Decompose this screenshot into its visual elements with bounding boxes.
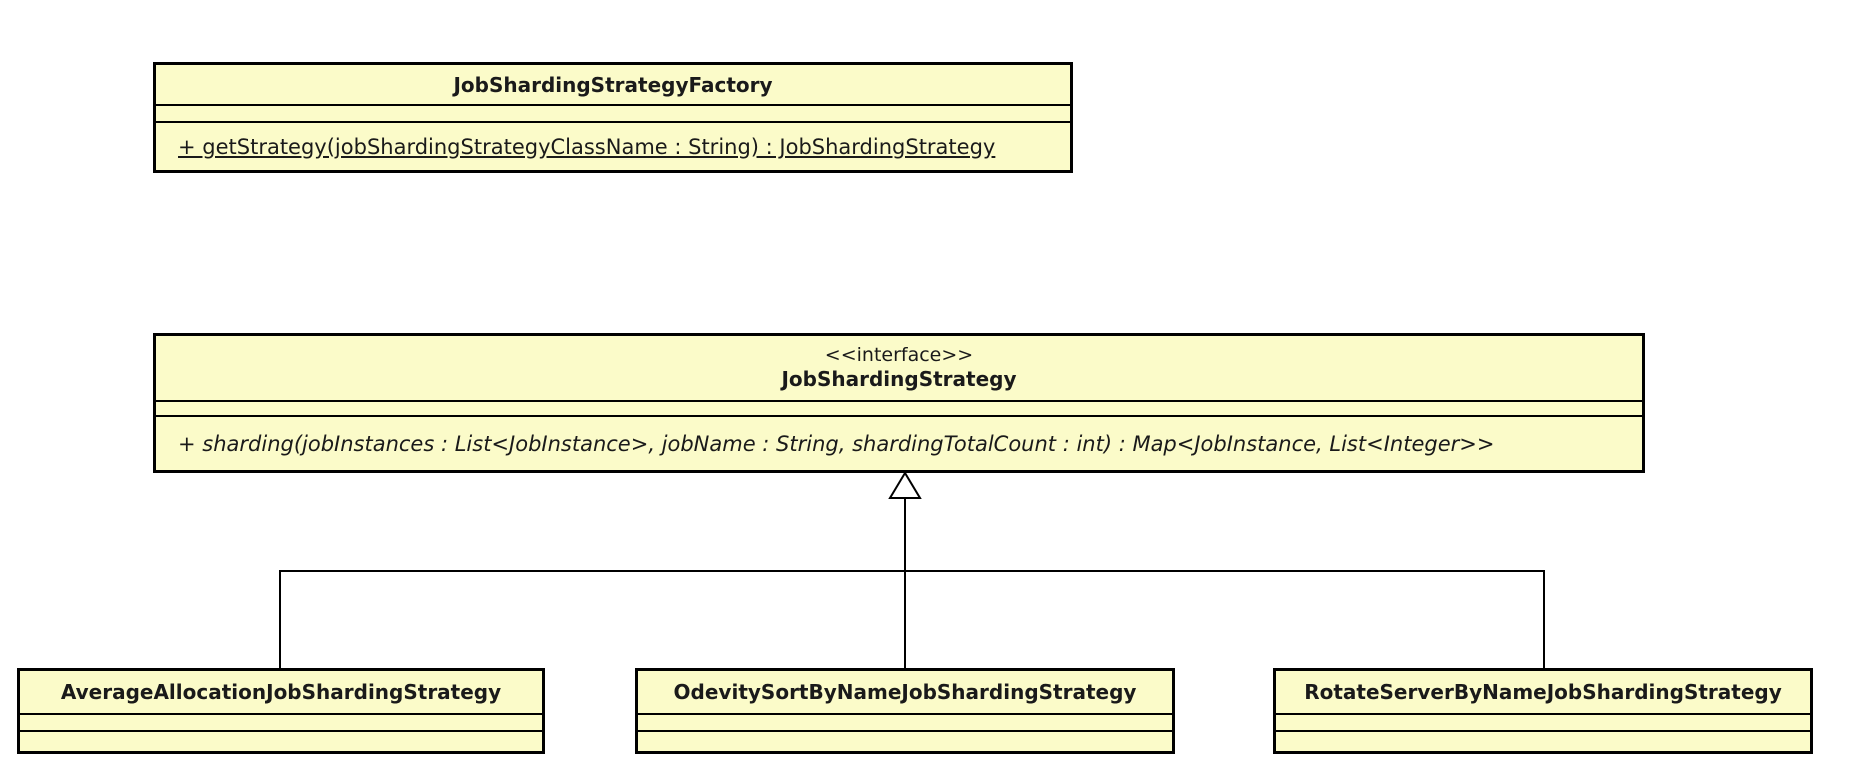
connector-stem-line — [904, 499, 906, 571]
methods-compartment — [20, 730, 542, 751]
class-name-label: JobShardingStrategyFactory — [453, 72, 773, 97]
connector-drop-left-line — [279, 570, 281, 668]
generalization-arrowhead-icon — [888, 471, 922, 499]
method-getstrategy-label: + getStrategy(jobShardingStrategyClassNa… — [156, 121, 1070, 170]
connector-drop-middle-line — [904, 570, 906, 668]
class-name-label: AverageAllocationJobShardingStrategy — [60, 680, 502, 704]
method-sharding-label: + sharding(jobInstances : List<JobInstan… — [156, 415, 1642, 470]
class-name-label: OdevitySortByNameJobShardingStrategy — [673, 680, 1137, 704]
class-box-jobshardingstrategyfactory: JobShardingStrategyFactory + getStrategy… — [153, 62, 1073, 173]
attributes-compartment — [156, 400, 1642, 415]
attributes-compartment — [20, 713, 542, 730]
class-box-odevitysortbynamejobshardingstrategy: OdevitySortByNameJobShardingStrategy — [635, 668, 1175, 754]
methods-compartment — [638, 730, 1172, 751]
connector-drop-right-line — [1543, 570, 1545, 668]
attributes-compartment — [638, 713, 1172, 730]
class-name-label: RotateServerByNameJobShardingStrategy — [1304, 680, 1782, 704]
class-box-averageallocationjobshardingstrategy: AverageAllocationJobShardingStrategy — [17, 668, 545, 754]
methods-compartment — [1276, 730, 1810, 751]
attributes-compartment — [156, 104, 1070, 121]
interface-name-label: JobShardingStrategy — [781, 367, 1017, 392]
interface-stereotype-label: <<interface>> — [824, 343, 974, 366]
class-box-rotateserverbynamejobshardingstrategy: RotateServerByNameJobShardingStrategy — [1273, 668, 1813, 754]
attributes-compartment — [1276, 713, 1810, 730]
interface-title: <<interface>> JobShardingStrategy — [156, 336, 1642, 400]
connector-horizontal-line — [279, 570, 1545, 572]
interface-box-jobshardingstrategy: <<interface>> JobShardingStrategy + shar… — [153, 333, 1645, 473]
